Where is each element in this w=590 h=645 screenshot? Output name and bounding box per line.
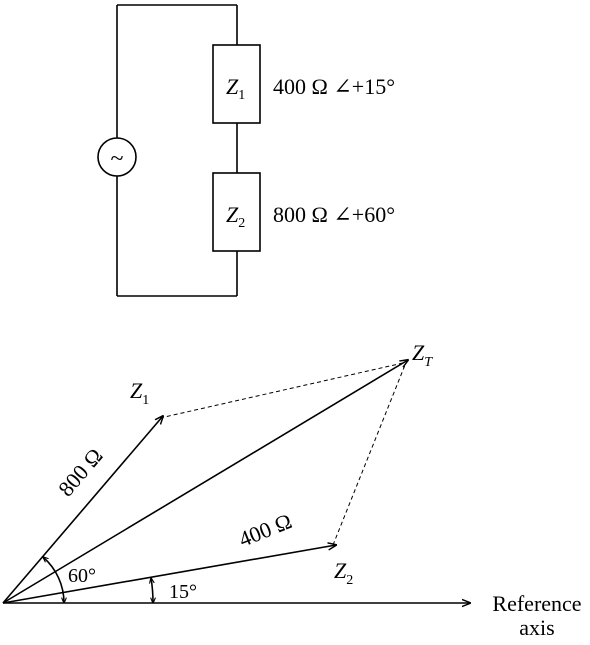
angle-15-label: 15° xyxy=(169,581,197,603)
dashed-line-z1-to-zt xyxy=(159,362,404,419)
z2-phasor-label: Z2 xyxy=(334,558,353,588)
z1-phasor-label: Z1 xyxy=(130,378,149,408)
angle-arc-60 xyxy=(43,557,64,603)
dashed-line-z2-to-zt xyxy=(332,364,406,546)
z1-box-label: Z1 xyxy=(226,74,245,103)
z2-box-label: Z2 xyxy=(226,202,245,231)
z1-rating: 400 Ω ∠+15° xyxy=(273,74,395,99)
zt-phasor-label: ZT xyxy=(412,340,433,370)
ac-source-symbol: ~ xyxy=(111,146,124,172)
zt-phasor-arrow xyxy=(2,360,408,604)
circuit xyxy=(97,4,261,297)
angle-60-label: 60° xyxy=(68,565,96,587)
reference-axis-label-line1: Reference xyxy=(492,591,581,616)
z1-magnitude-label: 800 Ω xyxy=(53,443,108,501)
angle-arc-15 xyxy=(151,578,153,603)
z2-rating: 800 Ω ∠+60° xyxy=(273,202,395,227)
ac-source xyxy=(97,137,137,177)
phasor-diagram xyxy=(2,360,470,604)
z2-magnitude-label: 400 Ω xyxy=(235,508,295,552)
reference-axis-label-line2: axis xyxy=(519,615,554,640)
z1-phasor-arrow xyxy=(2,416,163,604)
